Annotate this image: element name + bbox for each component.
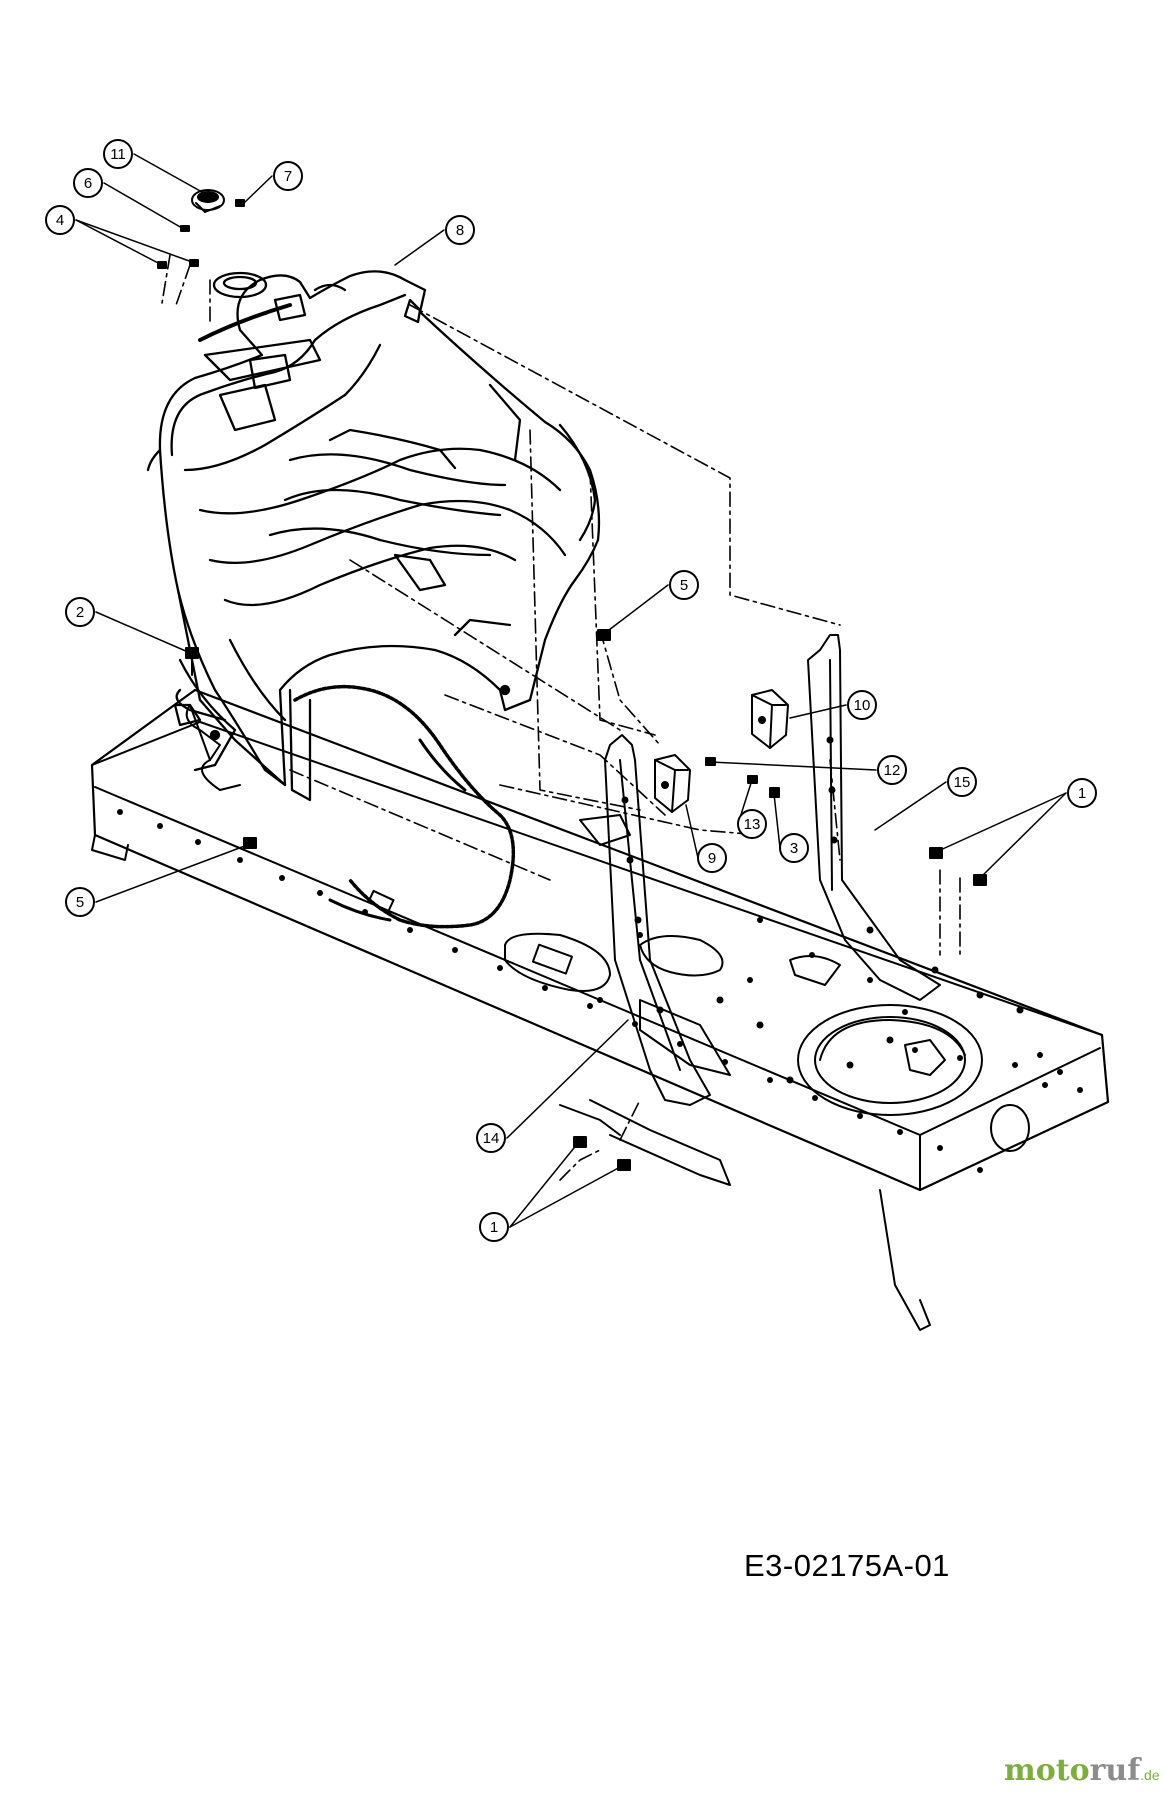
callout-7: 7 xyxy=(273,161,303,191)
callout-8: 8 xyxy=(445,215,475,245)
watermark-part2: ruf xyxy=(1089,1753,1141,1788)
watermark-logo: motoruf.de xyxy=(1004,1753,1160,1788)
watermark-part1: moto xyxy=(1004,1753,1090,1788)
svg-text:1: 1 xyxy=(1078,785,1086,802)
hood-body xyxy=(146,270,601,802)
svg-text:5: 5 xyxy=(76,894,84,911)
svg-text:14: 14 xyxy=(483,1130,500,1147)
callouts: 11 6 7 4 8 2 5 10 12 15 1 13 3 9 5 14 1 xyxy=(45,139,1097,1242)
assembly-lines xyxy=(161,254,961,1181)
svg-text:8: 8 xyxy=(456,222,464,239)
callout-13: 13 xyxy=(737,809,767,839)
callout-1-right: 1 xyxy=(1067,778,1097,808)
callout-5-upper: 5 xyxy=(669,570,699,600)
svg-text:10: 10 xyxy=(854,697,871,714)
callout-6: 6 xyxy=(73,168,103,198)
svg-text:1: 1 xyxy=(490,1219,498,1236)
callout-11: 11 xyxy=(103,139,133,169)
upright-bracket-14 xyxy=(604,734,711,1106)
svg-text:3: 3 xyxy=(790,840,798,857)
callout-2: 2 xyxy=(65,597,95,627)
callout-14: 14 xyxy=(476,1123,506,1153)
callout-10: 10 xyxy=(847,690,877,720)
svg-text:11: 11 xyxy=(110,146,126,163)
svg-text:15: 15 xyxy=(954,774,971,791)
switch-10 xyxy=(751,689,789,749)
upright-bracket-15 xyxy=(807,634,941,1001)
svg-text:7: 7 xyxy=(284,168,292,185)
callout-5-lower: 5 xyxy=(65,887,95,917)
callout-12: 12 xyxy=(877,755,907,785)
callout-3: 3 xyxy=(779,833,809,863)
drawing-number: E3-02175A-01 xyxy=(744,1548,950,1583)
callout-1-bottom: 1 xyxy=(479,1212,509,1242)
svg-text:12: 12 xyxy=(884,762,901,779)
callout-15: 15 xyxy=(947,767,977,797)
switch-9 xyxy=(654,754,691,813)
callout-4: 4 xyxy=(45,205,75,235)
svg-text:13: 13 xyxy=(744,816,761,833)
svg-text:4: 4 xyxy=(56,212,64,229)
watermark-tld: .de xyxy=(1140,1767,1160,1783)
svg-text:2: 2 xyxy=(76,604,84,621)
svg-text:6: 6 xyxy=(84,175,92,192)
svg-text:9: 9 xyxy=(708,850,716,867)
frame-assembly xyxy=(90,684,1110,1331)
callout-leaders xyxy=(75,153,1067,1228)
svg-text:5: 5 xyxy=(680,577,688,594)
callout-9: 9 xyxy=(697,843,727,873)
